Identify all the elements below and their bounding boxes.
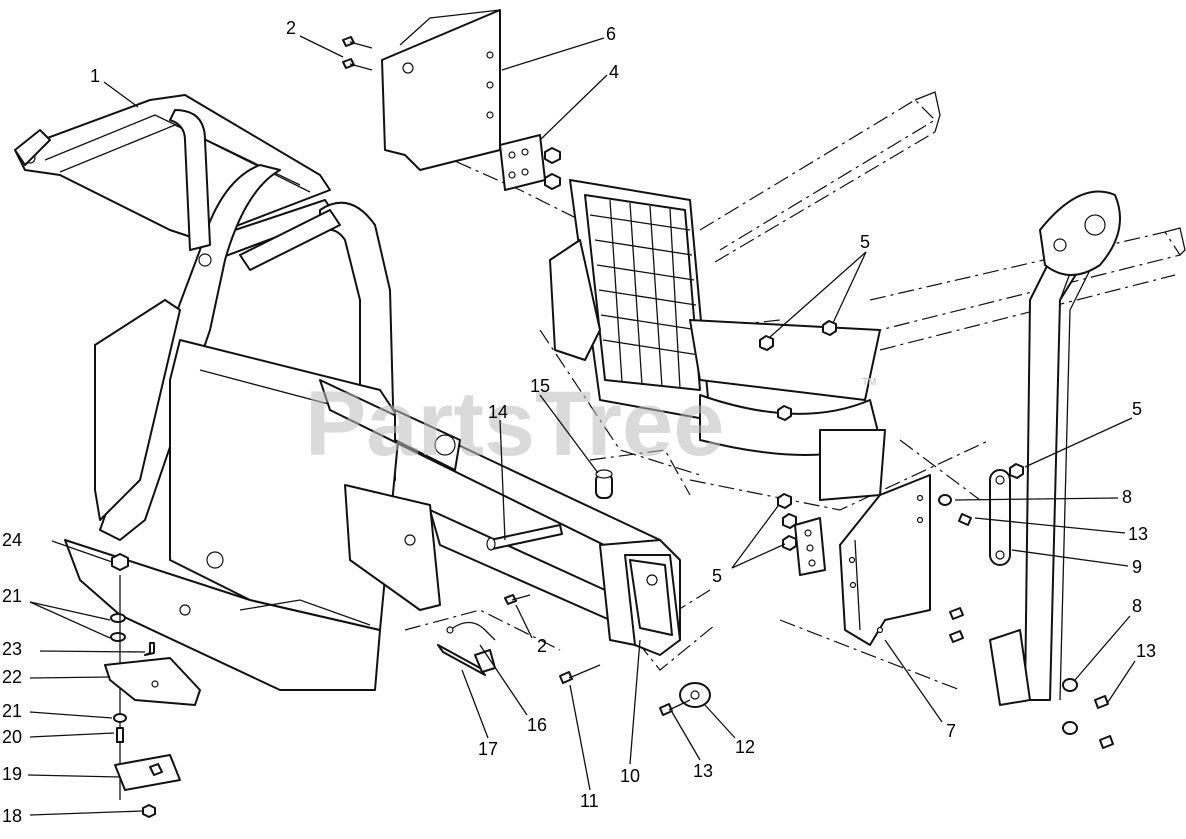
leader-lines bbox=[27, 35, 1136, 816]
mount-plate bbox=[839, 474, 931, 646]
callout-8: 8 bbox=[1122, 487, 1132, 507]
callout-7: 7 bbox=[946, 721, 956, 741]
flange-nuts bbox=[759, 320, 1024, 551]
callout-15: 15 bbox=[530, 376, 550, 396]
callout-5: 5 bbox=[1132, 399, 1142, 419]
hex-bolts-right bbox=[949, 513, 1114, 749]
bolt-13-lower bbox=[659, 699, 691, 716]
pivot-pin bbox=[486, 524, 563, 551]
frame-rails bbox=[404, 91, 1186, 691]
callout-13: 13 bbox=[1136, 641, 1156, 661]
callout-21: 21 bbox=[2, 586, 22, 606]
callout-16: 16 bbox=[527, 715, 547, 735]
callout-2: 2 bbox=[286, 18, 296, 38]
cross-tube bbox=[319, 379, 681, 651]
hair-pin-clip bbox=[446, 621, 496, 641]
callout-19: 19 bbox=[2, 764, 22, 784]
watermark-text: PartsTree bbox=[305, 373, 724, 475]
callout-9: 9 bbox=[1132, 557, 1142, 577]
callout-17: 17 bbox=[478, 739, 498, 759]
callout-5: 5 bbox=[860, 232, 870, 252]
round-plate bbox=[679, 682, 711, 708]
caster-bracket bbox=[624, 554, 681, 656]
curved-shroud bbox=[699, 394, 886, 501]
link-bar bbox=[989, 469, 1011, 566]
callout-11: 11 bbox=[580, 791, 599, 811]
nut-plate bbox=[794, 517, 826, 576]
callout-18: 18 bbox=[2, 806, 22, 826]
watermark: PartsTree TM bbox=[305, 373, 876, 475]
bolts-top bbox=[342, 36, 373, 71]
callout-23: 23 bbox=[2, 639, 22, 659]
callout-5: 5 bbox=[712, 566, 722, 586]
bolt-lower bbox=[504, 594, 531, 605]
washers bbox=[938, 494, 1078, 735]
callout-8: 8 bbox=[1132, 596, 1142, 616]
watermark-trademark: TM bbox=[862, 377, 876, 388]
spacer bbox=[595, 469, 613, 499]
callout-6: 6 bbox=[606, 24, 616, 44]
callout-22: 22 bbox=[2, 667, 22, 687]
bolt-11 bbox=[559, 664, 601, 684]
hinge-bracket bbox=[499, 134, 561, 191]
callout-1: 1 bbox=[90, 66, 100, 86]
callout-2: 2 bbox=[537, 636, 547, 656]
callout-12: 12 bbox=[735, 737, 755, 757]
callout-10: 10 bbox=[620, 766, 640, 786]
clevis-pin bbox=[437, 644, 496, 676]
callout-14: 14 bbox=[488, 402, 508, 422]
main-frame-assembly bbox=[14, 94, 401, 691]
right-upright bbox=[989, 190, 1121, 706]
grille-panel bbox=[549, 179, 881, 421]
side-plate bbox=[381, 9, 501, 171]
left-hardware-stack bbox=[104, 553, 201, 818]
callout-13: 13 bbox=[1128, 524, 1148, 544]
callout-24: 24 bbox=[2, 530, 22, 550]
callout-21: 21 bbox=[2, 701, 22, 721]
callout-13: 13 bbox=[693, 761, 713, 781]
callout-4: 4 bbox=[609, 62, 619, 82]
callouts: 1 2 6 4 5 15 14 5 8 13 9 8 13 24 21 23 2… bbox=[2, 18, 1156, 826]
callout-20: 20 bbox=[2, 727, 22, 747]
